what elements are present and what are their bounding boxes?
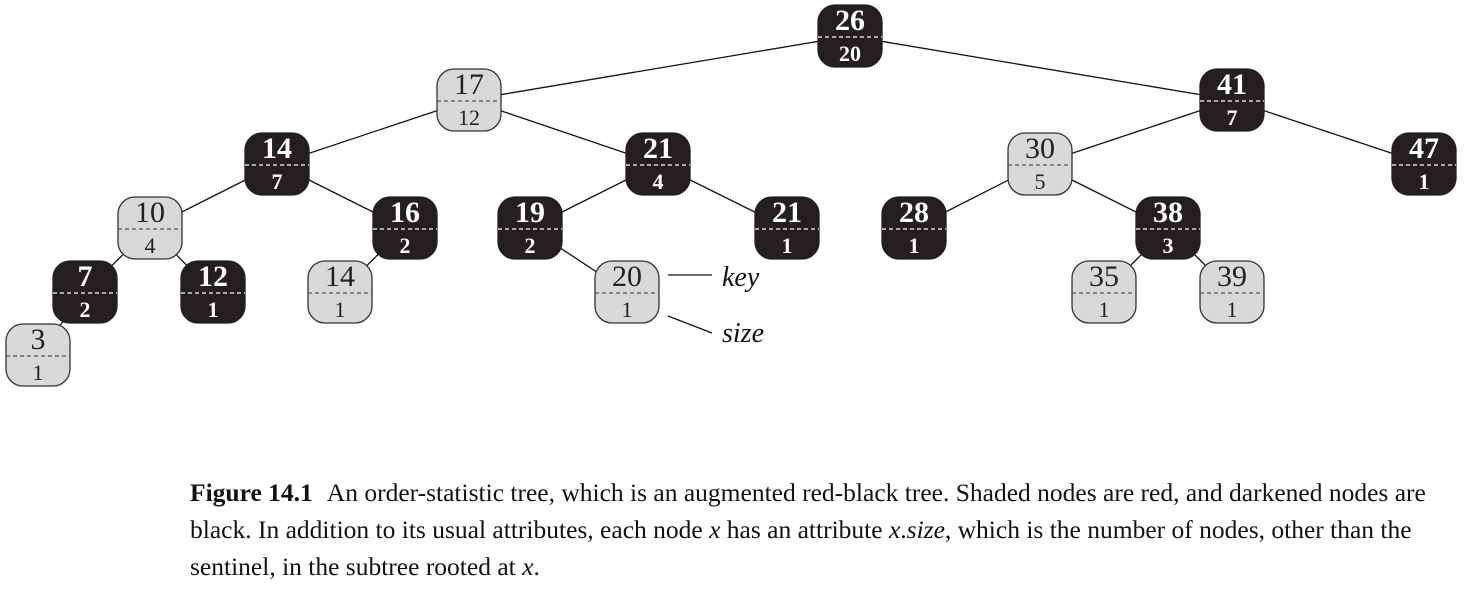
tree-edge [468,35,851,101]
tree-node-14-n14b: 141 [307,260,373,324]
node-box [117,196,183,260]
tree-node-7-n7: 72 [52,260,118,324]
node-size: 1 [1099,297,1110,322]
node-box [244,132,310,196]
node-box [180,260,246,324]
node-box [372,196,438,260]
node-box [436,68,502,132]
node-box [754,196,820,260]
node-box [881,196,947,260]
node-key: 12 [198,260,228,293]
tree-node-28-n28: 281 [881,196,947,260]
node-key: 16 [390,196,420,229]
node-box [1135,196,1201,260]
tree-node-21-n21b: 211 [754,196,820,260]
node-key: 14 [325,260,355,293]
node-size: 4 [653,169,664,194]
node-key: 26 [835,4,865,37]
tree-node-16-n16: 162 [372,196,438,260]
tree-node-39-n39: 391 [1199,260,1265,324]
node-size: 1 [909,233,920,258]
node-key: 3 [31,323,46,356]
node-key: 7 [78,260,93,293]
node-key: 28 [899,196,929,229]
tree-node-30-n30: 305 [1007,132,1073,196]
node-box [1071,260,1137,324]
node-key: 20 [612,260,642,293]
node-key: 21 [643,132,673,165]
node-key: 10 [135,196,165,229]
node-key: 14 [262,132,292,165]
node-size: 1 [335,297,346,322]
tree-node-38-n38: 383 [1135,196,1201,260]
node-size: 4 [145,233,156,258]
node-box [307,260,373,324]
tree-node-10-n10: 104 [117,196,183,260]
legend-key-label: key [722,262,760,293]
node-box [5,323,71,387]
caption-text-2: has an attribute [720,515,889,544]
tree-node-3-n3: 31 [5,323,71,387]
node-key: 35 [1089,260,1119,293]
tree-edge [849,35,1233,101]
field-legend: key size [667,262,764,349]
tree-node-20-n20: 201 [594,260,660,324]
node-box [594,260,660,324]
caption-var-x-2: x [888,515,901,544]
node-size: 1 [1419,169,1430,194]
tree-nodes: 2620171241714721430547110416219221128138… [5,4,1457,387]
node-box [1007,132,1073,196]
node-size: 1 [1227,297,1238,322]
node-size: 1 [208,297,219,322]
node-size: 2 [80,297,91,322]
node-size: 3 [1163,233,1174,258]
node-size: 12 [458,105,480,130]
node-key: 39 [1217,260,1247,293]
caption-text-1: An order-statistic tree, which is an aug… [190,478,1426,544]
node-size: 2 [400,233,411,258]
tree-node-14-n14a: 147 [244,132,310,196]
caption-dot: . [900,515,907,544]
caption-var-x-3: x [522,552,534,581]
caption-text-3: , which is the number of nodes, other th… [190,515,1412,581]
node-key: 41 [1217,68,1247,101]
node-box [52,260,118,324]
node-size: 20 [839,41,861,66]
node-box [1199,68,1265,132]
legend-size-label: size [722,318,764,349]
size-leader-line [667,315,713,334]
caption-text-4: . [533,552,540,581]
node-size: 5 [1035,169,1046,194]
node-box [625,132,691,196]
node-box [1199,260,1265,324]
tree-node-47-n47: 471 [1391,132,1457,196]
node-key: 38 [1153,196,1183,229]
node-key: 17 [454,68,484,101]
node-box [1391,132,1457,196]
node-key: 30 [1025,132,1055,165]
node-size: 1 [33,360,44,385]
node-size: 1 [622,297,633,322]
node-key: 47 [1409,132,1439,165]
node-key: 21 [772,196,802,229]
node-key: 19 [515,196,545,229]
tree-node-19-n19: 192 [497,196,563,260]
caption-attr-size: size [906,515,945,544]
order-statistic-tree: 2620171241714721430547110416219221128138… [5,4,1457,387]
node-size: 7 [1227,105,1238,130]
node-box [497,196,563,260]
tree-node-35-n35: 351 [1071,260,1137,324]
caption-var-x-1: x [709,515,721,544]
tree-node-41-n41: 417 [1199,68,1265,132]
tree-node-21-n21a: 214 [625,132,691,196]
node-size: 7 [272,169,283,194]
figure-label: Figure 14.1 [190,478,313,507]
node-size: 1 [782,233,793,258]
node-box [817,4,883,68]
node-size: 2 [525,233,536,258]
tree-node-12-n12: 121 [180,260,246,324]
